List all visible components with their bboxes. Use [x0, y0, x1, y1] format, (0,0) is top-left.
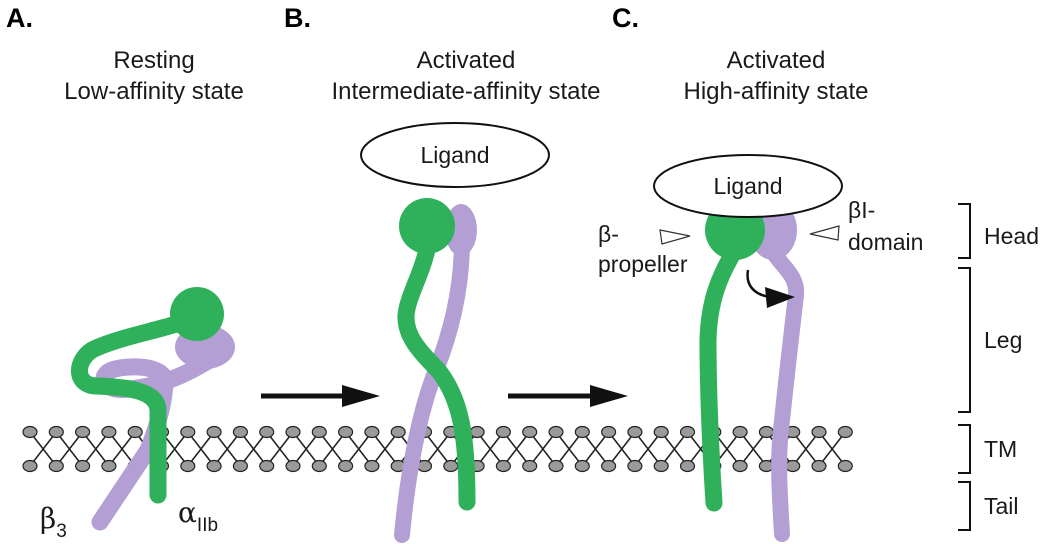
beta-head-b: [399, 198, 455, 254]
lipid-head-inner: [522, 459, 538, 473]
beta-propeller-label-line1: β-: [598, 221, 619, 247]
ligand-c-label: Ligand: [713, 173, 782, 199]
lipid-head-outer: [285, 425, 301, 439]
lipid-head-inner: [495, 459, 511, 473]
lipid-head-inner: [364, 459, 380, 473]
lipid-head-inner: [811, 459, 827, 473]
lipid-head-outer: [653, 425, 669, 439]
panel-b-state-line1: Activated: [417, 47, 516, 74]
leg-bracket: [958, 267, 971, 413]
lipid-head-inner: [232, 459, 248, 473]
beta-3-chain-c: [699, 241, 744, 512]
lipid-head-outer: [311, 425, 327, 439]
lipid-head-inner: [180, 459, 196, 473]
bi-domain-label-line2: domain: [848, 229, 923, 255]
beta-3-chain-a: [70, 307, 209, 504]
region-tm-label: TM: [984, 436, 1017, 462]
propeller-pointer-icon: [659, 229, 691, 245]
lipid-head-inner: [653, 459, 669, 473]
lipid-head-inner: [338, 459, 354, 473]
lipid-bilayer-membrane: [22, 425, 853, 473]
transition-arrow-a-to-b: [261, 385, 380, 407]
lipid-head-outer: [232, 425, 248, 439]
lipid-head-outer: [259, 425, 275, 439]
lipid-head-outer: [127, 425, 143, 439]
lipid-head-inner: [22, 459, 38, 473]
panel-c-state-line2: High-affinity state: [684, 78, 869, 105]
beta-propeller-label-line2: propeller: [598, 251, 688, 277]
lipid-head-outer: [837, 425, 853, 439]
ligand-b-label: Ligand: [420, 142, 489, 168]
alpha-iib-chain-c: [758, 207, 805, 542]
lipid-head-outer: [101, 425, 117, 439]
lipid-head-inner: [259, 459, 275, 473]
beta-3-label: β3: [40, 502, 67, 542]
panel-c-integrin: Ligand: [653, 154, 843, 542]
region-leg-label: Leg: [984, 327, 1022, 353]
lipid-head-outer: [679, 425, 696, 439]
head-bracket: [958, 203, 971, 259]
lipid-head-outer: [811, 425, 827, 439]
ligand-c: [653, 154, 843, 218]
lipid-head-outer: [469, 425, 485, 439]
lipid-head-outer: [338, 425, 354, 439]
transition-arrow-b-to-c: [508, 385, 628, 407]
lipid-head-inner: [679, 459, 696, 473]
lipid-head-outer: [758, 425, 775, 439]
panel-a-integrin: [70, 287, 235, 531]
lipid-head-outer: [74, 425, 91, 439]
beta-3-chain-b: [397, 236, 476, 511]
alpha-iib-label: αIIb: [178, 496, 218, 536]
lipid-head-inner: [785, 459, 801, 473]
lipid-head-outer: [22, 425, 38, 439]
panel-a-state-line1: Resting: [113, 47, 194, 74]
panel-c-state-line1: Activated: [727, 47, 826, 74]
region-head-label: Head: [984, 223, 1039, 249]
lipid-head-outer: [495, 425, 511, 439]
panel-b-state-line2: Intermediate-affinity state: [331, 78, 600, 105]
bi-domain-label-line1: βI-: [848, 197, 875, 223]
panel-b-letter: B.: [284, 3, 311, 33]
lipid-head-inner: [101, 459, 117, 473]
lipid-head-inner: [732, 459, 748, 473]
lipid-head-inner: [285, 459, 301, 473]
tm-bracket: [958, 424, 971, 474]
lipid-head-outer: [548, 425, 564, 439]
lipid-head-outer: [522, 425, 538, 439]
region-brackets: [958, 203, 971, 531]
tail-bracket: [958, 481, 971, 531]
lipid-head-inner: [574, 459, 590, 473]
lipid-head-outer: [600, 425, 617, 439]
lipid-head-inner: [311, 459, 327, 473]
lipid-head-inner: [548, 459, 564, 473]
lipid-head-inner: [416, 459, 433, 473]
lipid-head-inner: [206, 459, 222, 473]
panel-b-integrin: Ligand: [360, 122, 550, 543]
lipid-head-outer: [364, 425, 380, 439]
lipid-head-inner: [758, 459, 775, 473]
lipid-head-outer: [732, 425, 748, 439]
lipid-head-inner: [74, 459, 91, 473]
lipid-head-outer: [180, 425, 196, 439]
hinge-swing-arrow: [746, 269, 795, 308]
lipid-head-inner: [600, 459, 617, 473]
panel-c-letter: C.: [612, 3, 639, 33]
lipid-head-outer: [390, 425, 406, 439]
beta-head-a: [170, 287, 224, 341]
lipid-head-outer: [627, 425, 643, 439]
bi-domain-pointer-icon: [809, 225, 840, 241]
lipid-head-inner: [443, 459, 459, 473]
lipid-head-outer: [574, 425, 590, 439]
region-tail-label: Tail: [984, 493, 1019, 519]
lipid-head-inner: [48, 459, 64, 473]
lipid-head-inner: [837, 459, 853, 473]
lipid-head-inner: [627, 459, 643, 473]
lipid-head-outer: [206, 425, 222, 439]
panel-a-letter: A.: [6, 3, 33, 33]
panel-a-state-line2: Low-affinity state: [64, 78, 244, 105]
ligand-b: [360, 122, 550, 188]
lipid-head-outer: [48, 425, 64, 439]
